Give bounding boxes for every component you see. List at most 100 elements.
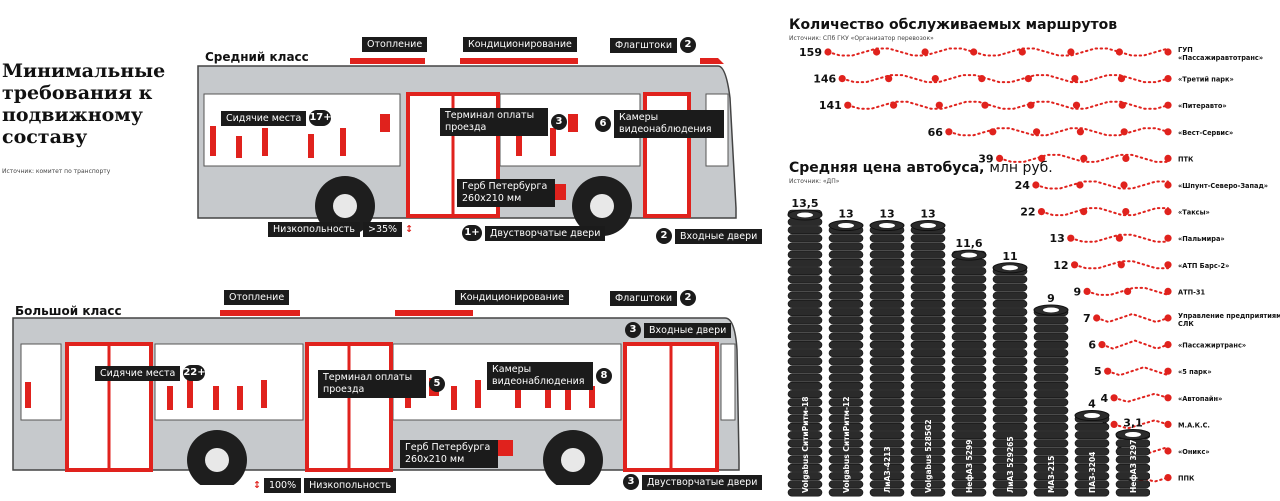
- price-model-label: ЛиАЗ 529265: [1006, 436, 1015, 493]
- route-node: [1164, 181, 1172, 189]
- route-row: 5«5 парк»: [1094, 365, 1212, 378]
- medium-double-doors: 1+Двустворчатые двери: [462, 225, 606, 241]
- route-node: [1115, 48, 1123, 56]
- price-bar-tyre: [951, 390, 987, 399]
- price-value-label: 13: [920, 208, 935, 221]
- price-bar-top-hub: [1084, 413, 1100, 419]
- price-bar-tyre: [910, 431, 946, 440]
- price-bar-tyre: [992, 431, 1028, 440]
- route-line: [947, 127, 1169, 137]
- price-value-label: 4: [1088, 398, 1096, 411]
- medium-heating-label: Отопление: [362, 37, 428, 52]
- price-bar-tyre: [910, 390, 946, 399]
- route-operator-label: «5 парк»: [1178, 368, 1212, 376]
- price-bar-tyre: [869, 373, 905, 382]
- routes-chart-source: Источник: СПб ГКУ «Организатор перевозок…: [789, 35, 934, 42]
- price-bar-tyre: [1074, 431, 1110, 440]
- price-bar-tyre: [992, 283, 1028, 292]
- price-bar-tyre: [910, 381, 946, 390]
- route-node: [1120, 128, 1128, 136]
- price-bar-tyre: [828, 357, 864, 366]
- price-bar-tyre: [1033, 390, 1069, 399]
- route-value-label: 39: [978, 152, 993, 165]
- price-bar-tyre: [951, 267, 987, 276]
- price-bar-tyre: [869, 308, 905, 317]
- price-bar-tyre: [1074, 439, 1110, 448]
- price-bar-tyre: [951, 398, 987, 407]
- price-bar-tyre: [910, 406, 946, 415]
- price-bar-tyre: [1033, 431, 1069, 440]
- route-operator-label: «Таксы»: [1178, 209, 1210, 217]
- price-bar-tyre: [910, 250, 946, 259]
- price-bar-tyre: [787, 299, 823, 308]
- price-bar-tyre: [992, 381, 1028, 390]
- route-node: [1164, 341, 1172, 349]
- price-bar-tyre: [869, 472, 905, 481]
- price-bar-tyre: [869, 340, 905, 349]
- route-node: [1164, 447, 1172, 455]
- price-bar-tyre: [787, 308, 823, 317]
- route-row: 66«Вест-Сервис»: [928, 126, 1234, 139]
- price-bar-tyre: [1074, 447, 1110, 456]
- price-bar-tyre: [1033, 316, 1069, 325]
- price-bar-tyre: [1115, 472, 1150, 481]
- price-bar-tyre: [951, 324, 987, 333]
- route-node: [1080, 208, 1088, 216]
- route-line: [1106, 366, 1169, 377]
- price-bar-tyre: [828, 406, 864, 415]
- medium-bus-title: Средний класс: [205, 50, 309, 64]
- price-bar-tyre: [787, 447, 823, 456]
- route-operator-label: «Питеравто»: [1178, 102, 1227, 110]
- route-value-label: 24: [1015, 179, 1031, 192]
- price-value-label: 9: [1047, 292, 1055, 305]
- route-line: [1034, 180, 1169, 190]
- price-bar-tyre: [951, 332, 987, 341]
- route-node: [1076, 181, 1084, 189]
- route-operator-label: «Оникс»: [1178, 448, 1210, 456]
- price-bar-tyre: [828, 234, 864, 243]
- price-bar-tyre: [910, 340, 946, 349]
- route-operator-label: ГУП«Пассажиравтотранс»: [1178, 46, 1263, 62]
- price-bar-tyre: [787, 242, 823, 251]
- price-bar-tyre: [787, 381, 823, 390]
- route-node: [1076, 128, 1084, 136]
- price-bar-tyre: [828, 431, 864, 440]
- route-node: [1164, 394, 1172, 402]
- route-node: [1164, 261, 1172, 269]
- price-bar-tyre: [787, 488, 823, 497]
- price-bar-tyre: [951, 463, 987, 472]
- price-bar-tyre: [992, 422, 1028, 431]
- large-heating-strip: [220, 310, 300, 316]
- price-bar-tyre: [787, 406, 823, 415]
- route-line: [1040, 207, 1169, 217]
- price-bar-tyre: [869, 267, 905, 276]
- route-node: [1115, 234, 1123, 242]
- price-bar-tyre: [828, 488, 864, 497]
- price-bar-tyre: [951, 291, 987, 300]
- price-bar-tyre: [828, 455, 864, 464]
- route-node: [1067, 48, 1075, 56]
- price-bar-tyre: [828, 308, 864, 317]
- price-bar-tyre: [869, 299, 905, 308]
- price-bar-tyre: [828, 381, 864, 390]
- price-bar-tyre: [992, 349, 1028, 358]
- price-value-label: 13: [879, 208, 894, 221]
- route-line: [1101, 339, 1169, 350]
- price-bar-tyre: [951, 340, 987, 349]
- price-bar-tyre: [910, 316, 946, 325]
- route-node: [1118, 101, 1126, 109]
- route-row: 12«АТП Барс-2»: [1053, 259, 1229, 272]
- price-bar-tyre: [951, 357, 987, 366]
- price-bar-tyre: [951, 480, 987, 489]
- price-bar-tyre: [1074, 422, 1110, 431]
- route-node: [931, 75, 939, 83]
- price-bar-tyre: [992, 332, 1028, 341]
- price-bar-top-hub: [920, 223, 936, 229]
- price-bar-tyre: [910, 472, 946, 481]
